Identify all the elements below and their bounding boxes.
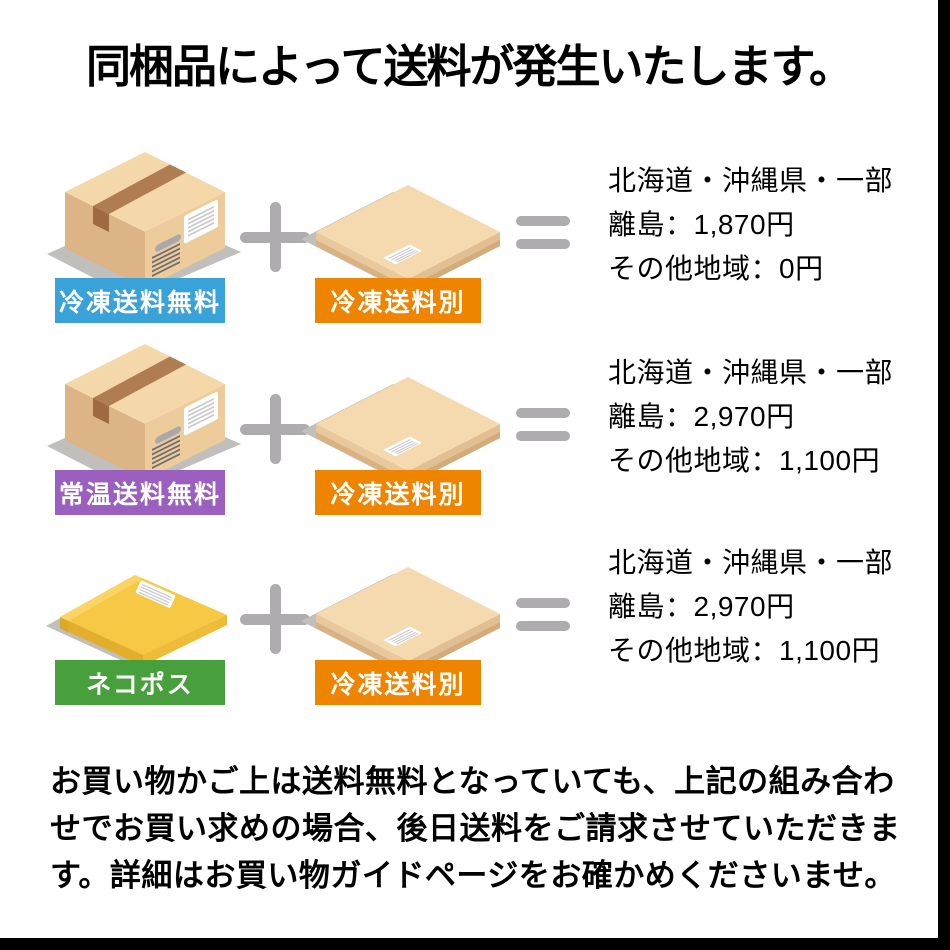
shipping-fee-text: 北海道・沖縄県・一部 離島：1,870円 その他地域：0円 [608,159,893,291]
fee-region-line: 北海道・沖縄県・一部 [608,357,894,388]
left-item-tag: ネコポス [55,660,225,705]
shipping-fee-text: 北海道・沖縄県・一部 離島：2,970円 その他地域：1,100円 [608,351,893,483]
right-item-tag: 冷凍送料別 [315,660,481,705]
fee-other-line: その他地域：0円 [608,253,824,284]
shipping-fee-text: 北海道・沖縄県・一部 離島：2,970円 その他地域：1,100円 [608,541,893,673]
combination-row-ambient: 常温送料無料 冷凍送料別 北海道・沖縄県・一部 離島：2,970円 その他地域：… [0,342,938,532]
combination-row-nekopos: ネコポス 冷凍送料別 北海道・沖縄県・一部 離島：2,970円 その他地域：1,… [0,532,938,722]
left-item-tag: 常温送料無料 [55,470,225,515]
flat-box-icon [301,567,500,675]
flat-box-icon [301,377,500,485]
cardboard-box-icon [47,344,241,490]
fee-other-line: その他地域：1,100円 [608,445,881,476]
cardboard-box-icon [47,152,241,298]
fee-remote-line: 離島：1,870円 [608,209,795,240]
plus-icon [240,584,310,654]
fee-other-line: その他地域：1,100円 [608,635,881,666]
combination-row-frozen: 冷凍送料無料 冷凍送料別 北海道・沖縄県・一部 離島：1,870円 その他地域：… [0,150,938,340]
right-item-tag: 冷凍送料別 [315,278,481,323]
image-border-right [938,0,950,950]
fee-region-line: 北海道・沖縄県・一部 [608,165,894,196]
footer-note: お買い物かご上は送料無料となっていても、上記の組み合わせでお買い求めの場合、後日… [50,764,901,893]
equals-icon [516,598,570,634]
envelope-icon [46,575,227,666]
plus-icon [240,202,310,272]
fee-region-line: 北海道・沖縄県・一部 [608,547,894,578]
equals-icon [516,408,570,444]
left-item-tag: 冷凍送料無料 [55,278,225,323]
image-border-bottom [0,938,950,950]
fee-remote-line: 離島：2,970円 [608,401,795,432]
right-item-tag: 冷凍送料別 [315,470,481,515]
equals-icon [516,216,570,252]
fee-remote-line: 離島：2,970円 [608,591,795,622]
plus-icon [240,394,310,464]
flat-box-icon [301,185,500,293]
page-title: 同梱品によって送料が発生いたします。 [86,41,854,92]
